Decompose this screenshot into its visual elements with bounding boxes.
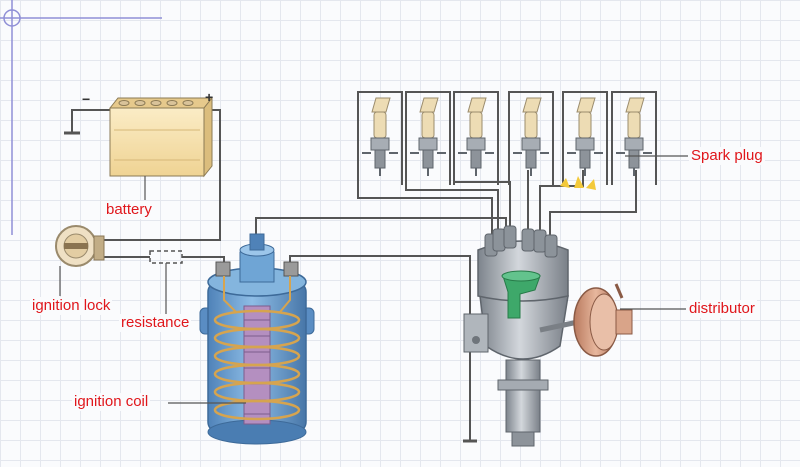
spark-plug-lead bbox=[405, 91, 451, 185]
ignition-lock-label: ignition lock bbox=[30, 297, 113, 315]
spark-plug-group bbox=[357, 91, 657, 185]
spark-plug-lead bbox=[611, 91, 657, 185]
battery-positive-terminal: + bbox=[205, 89, 213, 105]
battery-label: battery bbox=[104, 201, 154, 219]
spark-flash-icon bbox=[560, 176, 596, 190]
ignition-coil-icon bbox=[199, 233, 315, 445]
spark-plug-lead bbox=[508, 91, 554, 185]
spark-plug-icon bbox=[458, 97, 494, 176]
spark-plug-lead bbox=[562, 91, 608, 185]
battery-icon bbox=[108, 96, 214, 178]
distributor-label: distributor bbox=[687, 300, 757, 318]
spark-plug-icon bbox=[616, 97, 652, 176]
ignition-lock-icon bbox=[55, 225, 105, 267]
spark-plug-lead bbox=[453, 91, 499, 185]
resistance-icon bbox=[149, 250, 183, 264]
spark-plug-icon bbox=[567, 97, 603, 176]
spark-plug-label: Spark plug bbox=[689, 147, 765, 165]
resistance-label: resistance bbox=[119, 314, 192, 332]
spark-plug-icon bbox=[513, 97, 549, 176]
spark-plug-lead bbox=[357, 91, 403, 185]
crosshair-mark bbox=[0, 0, 162, 235]
spark-plug-icon bbox=[362, 97, 398, 176]
spark-plug-icon bbox=[410, 97, 446, 176]
distributor-icon bbox=[463, 225, 633, 447]
battery-negative-terminal: − bbox=[82, 91, 90, 107]
ignition-coil-label: ignition coil bbox=[72, 393, 151, 411]
